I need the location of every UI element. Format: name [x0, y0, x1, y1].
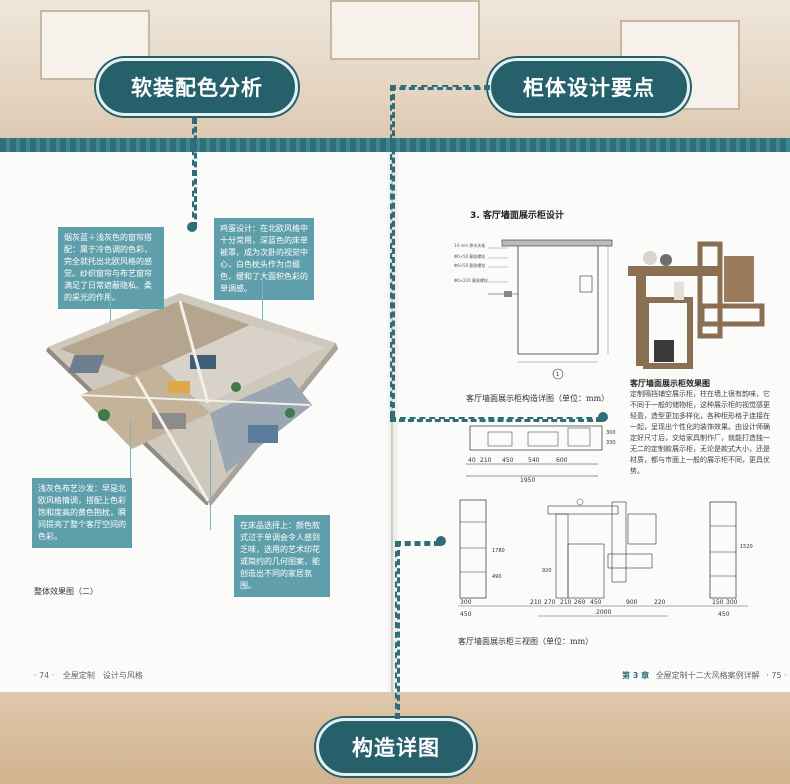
description-title: 客厅墙面展示柜效果图	[630, 378, 710, 388]
dim-label: 210	[480, 457, 492, 464]
dim-label: 450	[590, 599, 602, 606]
elev-dim: 300	[606, 430, 616, 436]
dim-label: 450	[502, 457, 514, 464]
cabinet-description: 客厅墙面展示柜效果图 定制隔挡铺空展示柜，柱在墙上很有韵味，它不同于一般的储物柜…	[630, 378, 770, 477]
annotation-text: Φ6×50 膨胀螺栓	[454, 262, 485, 268]
dim-label: 260	[574, 599, 586, 606]
annotation-text: Φ6×50 膨胀螺栓	[454, 253, 485, 259]
callout-bedding-color: 鸡蛋设计：在北欧风格中十分常用，深蓝色的床单被罩，成为次卧的视觉中心，白色枕头作…	[214, 218, 314, 300]
callout-pointer	[262, 272, 263, 320]
dim-vertical: 1520	[740, 544, 753, 550]
construction-detail-label: 构造详图	[316, 718, 476, 776]
book-top-stripe	[0, 138, 790, 152]
dim-total: 1950	[520, 477, 535, 484]
soft-furnishing-label: 软装配色分析	[96, 58, 298, 116]
top-view-drawing: 40 210 450 540 600 1950 300 330	[466, 425, 616, 484]
dim-label: 40	[468, 457, 476, 464]
chapter-tag: 第 3 章	[622, 671, 650, 680]
left-page-number: · 74 ·	[34, 671, 55, 680]
callout-pointer	[210, 440, 211, 530]
left-footer: · 74 · 全屋定制 设计与风格	[34, 670, 143, 681]
connector-line	[192, 118, 197, 228]
dim-vertical: 1780	[492, 548, 505, 554]
cabinet-design-label: 柜体设计要点	[488, 58, 690, 116]
dim-label: 210	[560, 599, 572, 606]
elev-dim: 330	[606, 440, 616, 446]
connector-line	[395, 541, 400, 719]
left-footer-text: 全屋定制 设计与风格	[62, 671, 143, 680]
callout-bedding-style: 在床品选择上：颜色款式过于单调会令人感到乏味，选用的艺术印花或简约的几何图案，能…	[234, 515, 330, 597]
connector-dot	[436, 536, 446, 546]
dim-vertical: 490	[492, 574, 502, 580]
dim-label: 210	[530, 599, 542, 606]
description-text: 定制隔挡铺空展示柜，柱在墙上很有韵味，它不同于一般的储物柜，这种展示柜的视觉感更…	[630, 390, 770, 475]
dim-label: 300	[726, 599, 738, 606]
construction-detail-drawing: 14 mm 厚木夹板 Φ6×50 膨胀螺栓 Φ6×50 膨胀螺栓 Φ6×220 …	[454, 239, 613, 380]
construction-caption: 客厅墙面展示柜构造详图（单位：mm）	[466, 394, 610, 403]
dim-label: 270	[544, 599, 556, 606]
dim-front-total: 2000	[596, 609, 611, 616]
right-footer: 第 3 章 全屋定制十二大风格案例详解 · 75 ·	[622, 670, 787, 681]
connector-line	[395, 541, 440, 546]
callout-curtain: 烟灰蓝＋浅灰色的窗帘搭配：属于冷色调的色彩，完全就托出北欧风格的感觉。纱织窗帘与…	[58, 227, 164, 309]
dim-label: 220	[654, 599, 666, 606]
left-caption: 整体效果图（二）	[34, 587, 98, 596]
connector-line	[390, 85, 490, 90]
three-view-caption: 客厅墙面展示柜三视图（单位：mm）	[458, 637, 594, 646]
connector-line	[390, 85, 395, 417]
floor-plan-render	[46, 293, 338, 505]
dim-label: 600	[556, 457, 568, 464]
window-frame	[330, 0, 480, 60]
connector-dot	[598, 412, 608, 422]
dim-label: 540	[528, 457, 540, 464]
dim-vertical: 920	[542, 568, 552, 574]
annotation-text: Φ6×220 膨胀螺栓	[454, 277, 488, 283]
callout-sofa: 浅灰色布艺沙发：早是北欧风格情调，搭配上色彩饱和度高的黄色抱枕，瞬间提亮了整个客…	[32, 478, 132, 548]
right-footer-text: 全屋定制十二大风格案例详解	[655, 671, 760, 680]
dim-label: 300	[460, 599, 472, 606]
cabinet-render	[628, 241, 765, 369]
annotation-text: 14 mm 厚木夹板	[454, 242, 485, 248]
dim-side: 450	[718, 611, 730, 618]
callout-pointer	[110, 288, 111, 322]
three-view-drawing: 300 450 210 270 210 260 450 900 220 150 …	[458, 498, 753, 618]
connector-dot	[187, 222, 197, 232]
callout-pointer	[130, 420, 131, 478]
dim-label: 900	[626, 599, 638, 606]
dim-side: 450	[460, 611, 472, 618]
dim-label: 150	[712, 599, 724, 606]
right-page-number: · 75 ·	[766, 671, 787, 680]
section-title: 3. 客厅墙面展示柜设计	[470, 211, 564, 221]
detail-marker: 1	[556, 372, 559, 378]
